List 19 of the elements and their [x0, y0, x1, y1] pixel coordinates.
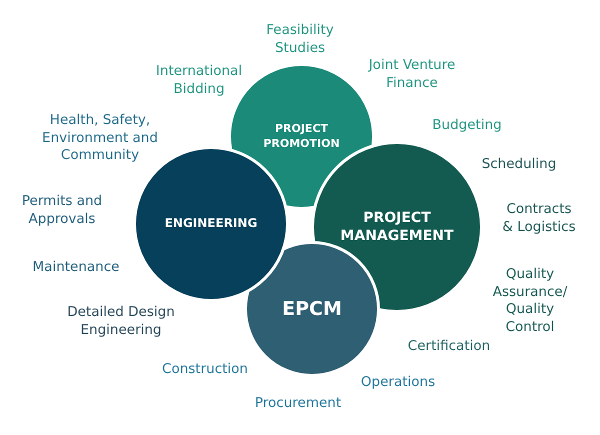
- topic-label: Operations: [360, 374, 436, 392]
- topic-label: Procurement: [254, 395, 342, 412]
- topic-label: Joint Venture Finance: [367, 57, 456, 92]
- topic-label: Contracts & Logistics: [501, 201, 577, 236]
- topic-label: Maintenance: [32, 259, 120, 276]
- circle-title: ENGINEERING: [164, 216, 258, 232]
- topic-label: Scheduling: [482, 156, 556, 174]
- circle-title: EPCM: [282, 296, 342, 322]
- topic-label: Feasibility Studies: [265, 22, 335, 57]
- topic-label: Construction: [162, 361, 248, 378]
- topic-label: Health, Safety, Environment and Community: [41, 112, 159, 164]
- topic-label: International Bidding: [154, 63, 244, 98]
- topic-label: Detailed Design Engineering: [66, 304, 176, 339]
- topic-label: Quality Assurance/ Quality Control: [492, 266, 568, 336]
- topic-label: Budgeting: [432, 117, 502, 134]
- circle-title: PROJECT MANAGEMENT: [339, 208, 455, 246]
- topic-label: Permits and Approvals: [20, 193, 104, 228]
- circle-title: PROJECT PROMOTION: [262, 122, 341, 151]
- topic-label: Certification: [408, 338, 490, 356]
